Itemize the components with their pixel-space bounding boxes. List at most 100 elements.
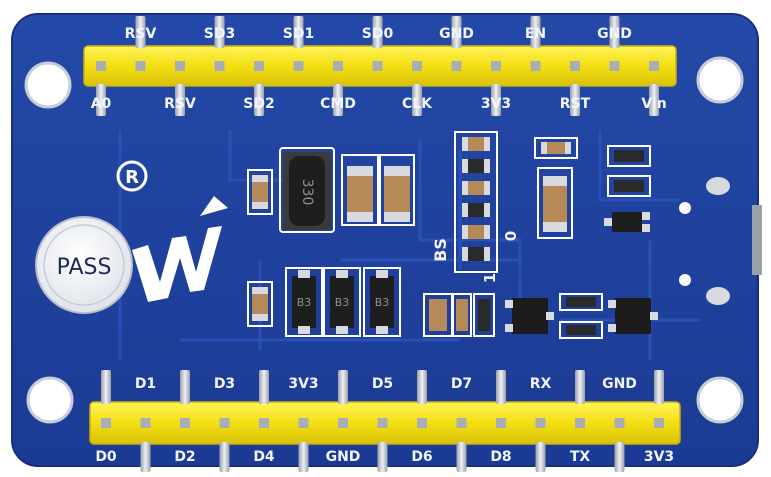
pin-contact [293,61,304,71]
header-pin [175,84,185,116]
pin-label: CLK [402,96,433,112]
pin-contact [338,418,348,428]
bs-jumper-block: BS 1 0 [431,131,520,283]
resistor-pad [462,137,468,151]
pass-sticker: PASS [35,216,133,314]
top-header [83,16,677,116]
pin-label: SD3 [204,26,235,42]
header-pin [377,442,388,472]
resistor-pad [484,203,490,217]
mounting-hole-top-left [24,61,72,109]
pin-contact [451,61,462,71]
pin-label: 3V3 [644,449,674,465]
pin-label: A0 [91,96,112,112]
resistor-pad [462,225,468,239]
pin-label: D7 [451,376,472,392]
mounting-holes [24,56,744,424]
pin-label: 3V3 [288,376,318,392]
resistor [462,181,490,195]
header-pin [530,16,541,48]
pin-label: GND [326,449,361,465]
pin-label: RSV [164,96,196,112]
header-pin [338,370,348,404]
right-components [534,137,651,239]
header-pin [219,442,230,472]
header-pin [451,16,462,48]
pin-label: TX [570,449,591,465]
pin-contact [456,418,467,428]
header-pin [293,16,304,48]
header-pin [372,16,383,48]
pin-contact [175,61,185,71]
header-pin [214,16,225,48]
resistor-pad [462,247,468,261]
pin-contact [609,61,620,71]
pin-label: D1 [135,376,156,392]
resistor [462,203,490,217]
header-pin [649,84,659,116]
pin-label: 3V3 [481,96,511,112]
pin-contact [219,418,230,428]
side-pads [679,177,762,305]
diode-code: B3 [335,296,350,309]
header-pin [609,16,620,48]
header-pin [298,442,309,472]
pin-contact [101,418,111,428]
pin-contact [259,418,269,428]
pin-contact [135,61,146,71]
diode-lead [298,270,310,278]
pin-label: SD0 [362,26,394,42]
pin-label: D0 [95,449,117,465]
pin-label: D6 [411,449,432,465]
resistor-pad [484,137,490,151]
header-pin [412,84,422,116]
mounting-hole-bottom-left [26,376,74,424]
header-pin [180,370,190,404]
pin-contact [649,61,659,71]
resistor [462,225,490,239]
pin-label: RX [530,376,552,392]
header-pin [135,16,146,48]
header-pin [654,370,664,404]
resistor-pad [484,159,490,173]
pin-label: D8 [490,449,511,465]
pin-contact [140,418,151,428]
resistor-pad [484,225,490,239]
bs-label: BS [431,238,450,262]
diode-lead [298,326,310,334]
diode-outline [323,267,361,337]
pin-contact [491,61,501,71]
bottom-header [89,370,681,472]
diode-body [330,276,354,328]
header-pin [259,370,269,404]
capacitors-large [341,154,415,226]
sticker-text: PASS [57,255,112,280]
header-pin [140,442,151,472]
pin-contact [372,61,383,71]
header-pin [491,84,501,116]
lower-components [423,293,658,339]
inductor-code: 330 [299,179,315,206]
header-pin [417,370,427,404]
pin-contact [575,418,585,428]
header-pin [570,84,580,116]
diode-lead [336,326,348,334]
header-pin [614,442,625,472]
header-pin [575,370,585,404]
resistor [462,159,490,173]
header-pin [101,370,111,404]
header-pin [333,84,343,116]
diode-lead [376,326,388,334]
pin-contact [535,418,546,428]
diode-code: B3 [375,296,390,309]
pin-label: D2 [174,449,195,465]
pin-label: RSV [125,26,157,42]
pin-label: RST [560,96,591,112]
resistor-pad [462,203,468,217]
pin-label: SD2 [243,96,274,112]
pin-label: GND [602,376,637,392]
pin-contact [377,418,388,428]
pin-label: GND [597,26,632,42]
bs-option-1: 1 [481,273,499,283]
